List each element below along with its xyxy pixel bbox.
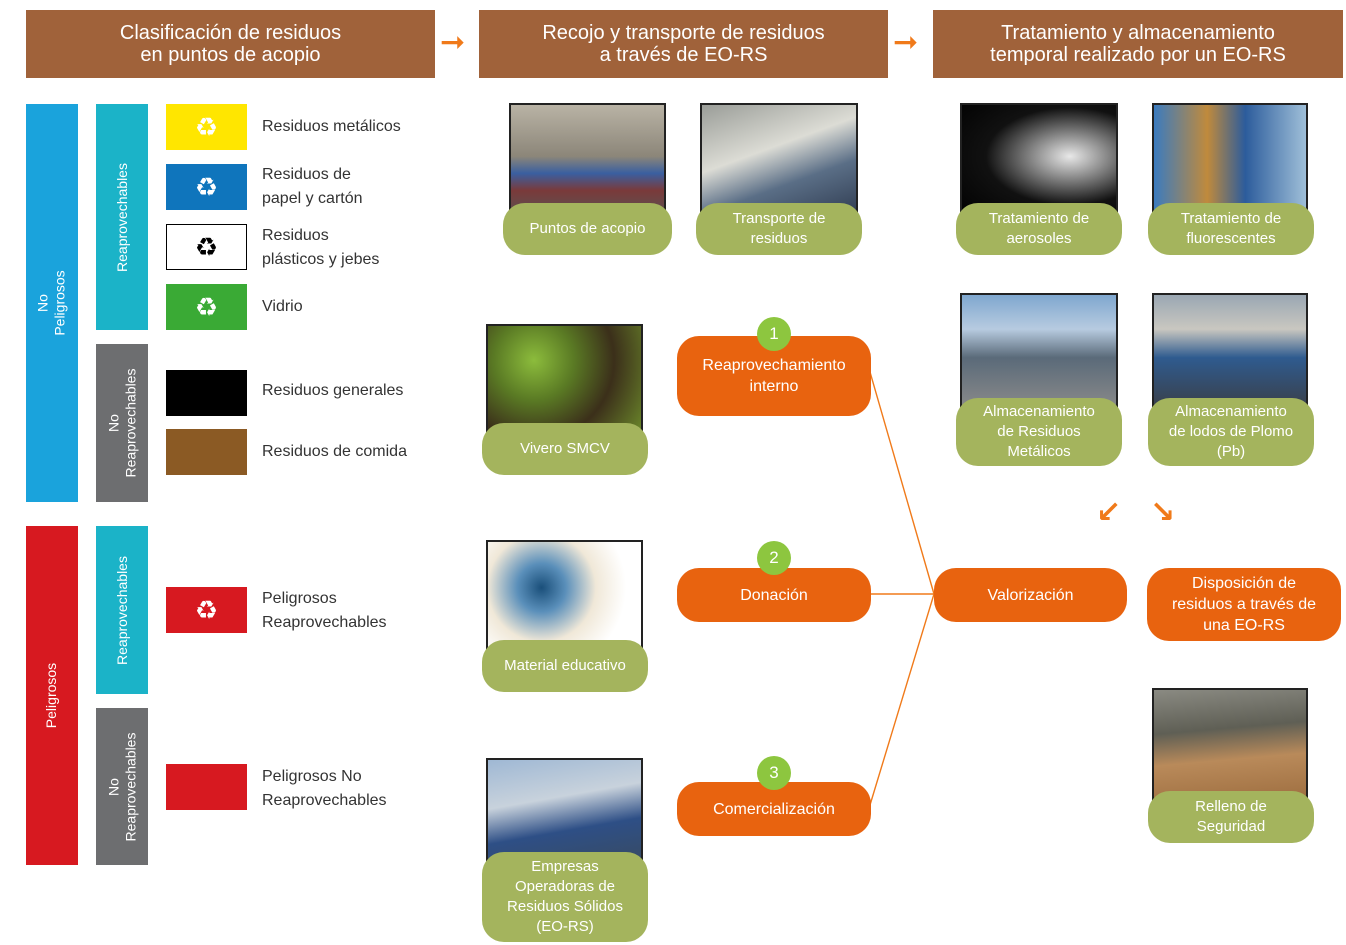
arrow-down-left-icon: ↙ [1096,496,1122,529]
recycle-icon: ♻ [194,291,219,322]
bin-label: Peligrosos No Reaprovechables [262,768,387,809]
bin-label: Residuos de comida [262,443,407,460]
header-treatment: Tratamiento y almacenamiento temporal re… [933,10,1343,78]
bin-label: Vidrio [262,298,303,315]
disposal: Disposición de residuos a través de una … [1147,568,1341,641]
bin-label: Peligrosos Reaprovechables [262,590,387,631]
route-commercialization: Comercialización [677,782,871,836]
nursery-label: Vivero SMCV [482,423,648,475]
bin-food-swatch [166,429,247,475]
recycle-icon: ♻ [194,594,219,625]
subcategory-reaprovechables: Reaprovechables [96,104,148,330]
bin-label: Residuos de papel y cartón [262,166,363,207]
bin-paper-swatch: ♻ [166,164,247,210]
aerosol-label: Tratamiento de aerosoles [956,203,1122,255]
subcategory-reaprovechables: Reaprovechables [96,526,148,694]
bin-glass-swatch: ♻ [166,284,247,330]
eors-label: Empresas Operadoras de Residuos Sólidos … [482,852,648,942]
route-reuse: Reaprovechamiento interno [677,336,871,416]
route-donation: Donación [677,568,871,622]
recycle-icon: ♻ [194,231,219,262]
lead-storage-photo [1152,293,1308,411]
arrow-right-icon: ➞ [440,26,466,59]
header-collection: Recojo y transporte de residuos a través… [479,10,888,78]
bin-label: Residuos generales [262,382,404,399]
landfill-label: Relleno de Seguridad [1148,791,1314,843]
transport-photo [700,103,858,221]
lead-storage-label: Almacenamiento de lodos de Plomo (Pb) [1148,398,1314,466]
route-number-1: 1 [757,317,791,351]
bin-general-swatch [166,370,247,416]
transport-label: Transporte de residuos [696,203,862,255]
arrow-down-right-icon: ↘ [1150,496,1176,529]
valorization: Valorización [934,568,1127,622]
header-classification: Clasificación de residuos en puntos de a… [26,10,435,78]
metal-storage-label: Almacenamiento de Residuos Metálicos [956,398,1122,466]
educational-label: Material educativo [482,640,648,692]
route-number-2: 2 [757,541,791,575]
landfill-photo [1152,688,1308,806]
recycle-icon: ♻ [194,111,219,142]
arrow-right-icon: ➞ [893,26,919,59]
bin-metal-swatch: ♻ [166,104,247,150]
bin-hazard-recyclable-swatch: ♻ [166,587,247,633]
bin-label: Residuos metálicos [262,118,401,135]
subcategory-no-reaprovechables: No Reaprovechables [96,344,148,502]
collection-points-label: Puntos de acopio [503,203,672,255]
category-no-peligrosos: No Peligrosos [26,104,78,502]
bin-plastic-swatch: ♻ [166,224,247,270]
educational-photo [486,540,643,658]
recycle-icon: ♻ [194,171,219,202]
category-peligrosos: Peligrosos [26,526,78,865]
fluorescent-label: Tratamiento de fluorescentes [1148,203,1314,255]
route-number-3: 3 [757,756,791,790]
bin-label: Residuos plásticos y jebes [262,227,380,268]
subcategory-no-reaprovechables: No Reaprovechables [96,708,148,865]
bin-hazard-nonrecyclable-swatch [166,764,247,810]
